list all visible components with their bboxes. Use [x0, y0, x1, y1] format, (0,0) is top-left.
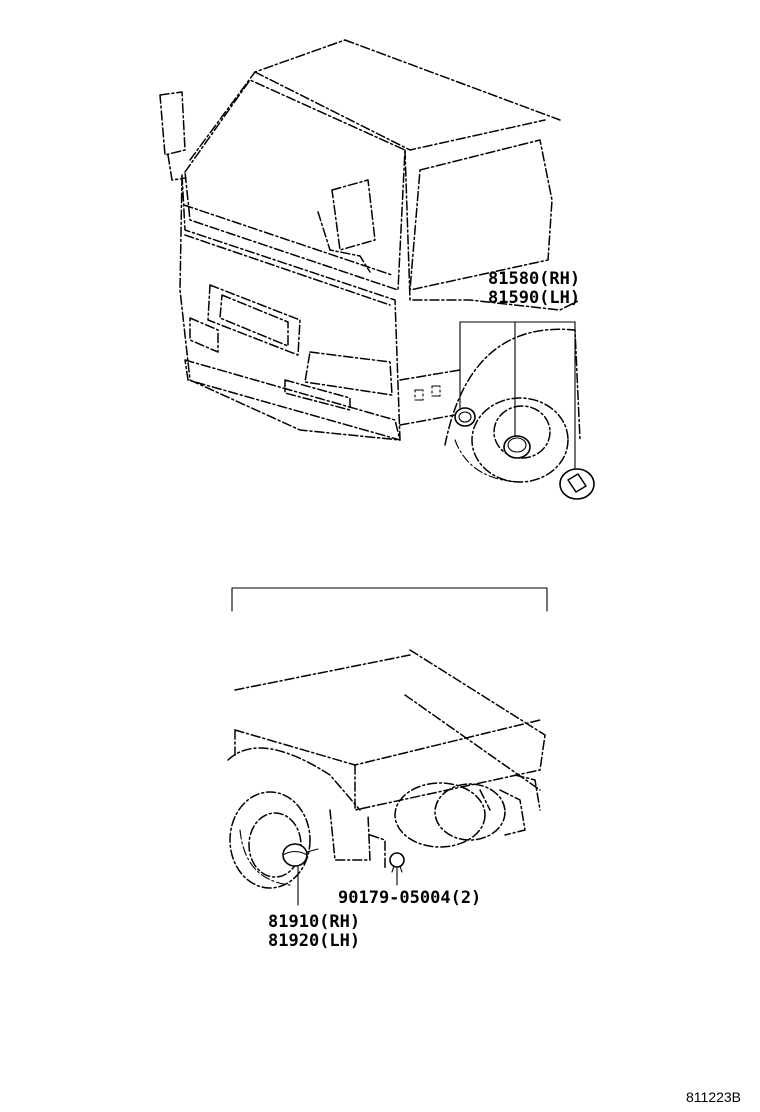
rear-truck-illustration	[227, 649, 546, 889]
rear-side-reflector	[282, 843, 319, 867]
side-marker-gasket	[559, 468, 595, 500]
rear-part-label-rh: 81910(RH)	[268, 912, 360, 932]
front-callout-leader	[459, 321, 576, 469]
fastener-part-label: 90179-05004(2)	[338, 888, 481, 908]
front-side-marker-lamp	[454, 407, 476, 427]
rear-part-label-lh: 81920(LH)	[268, 931, 360, 951]
clip-fastener	[389, 852, 405, 873]
rear-bracket-line	[231, 587, 548, 612]
side-marker-lens	[503, 435, 531, 459]
front-cab-illustration	[159, 39, 581, 483]
front-part-label-rh: 81580(RH)	[488, 269, 580, 289]
rear-callout-leader	[297, 866, 398, 906]
figure-code: 811223B	[686, 1089, 741, 1105]
front-part-label-lh: 81590(LH)	[488, 288, 580, 308]
